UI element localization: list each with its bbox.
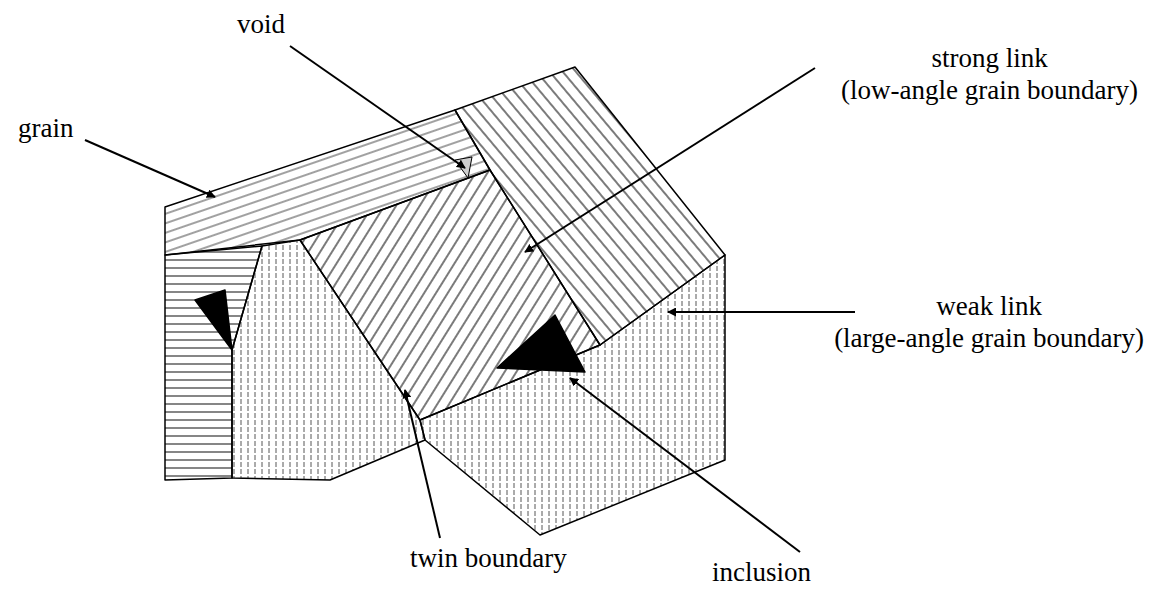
boundary-note: (low-angle grain boundary) (841, 74, 1138, 106)
boundary-label: strong link (841, 42, 1138, 74)
label-group: weak link(large-angle grain boundary) (834, 290, 1144, 354)
boundary-label: weak link (834, 290, 1144, 322)
grain-label: grain (18, 112, 73, 144)
boundary-note: (large-angle grain boundary) (834, 322, 1144, 354)
leader-lines (85, 46, 855, 552)
twin-label: twin boundary (410, 542, 567, 574)
void-label: void (237, 8, 285, 40)
label-group: strong link(low-angle grain boundary) (841, 42, 1138, 106)
inclusion-label: inclusion (712, 556, 811, 588)
